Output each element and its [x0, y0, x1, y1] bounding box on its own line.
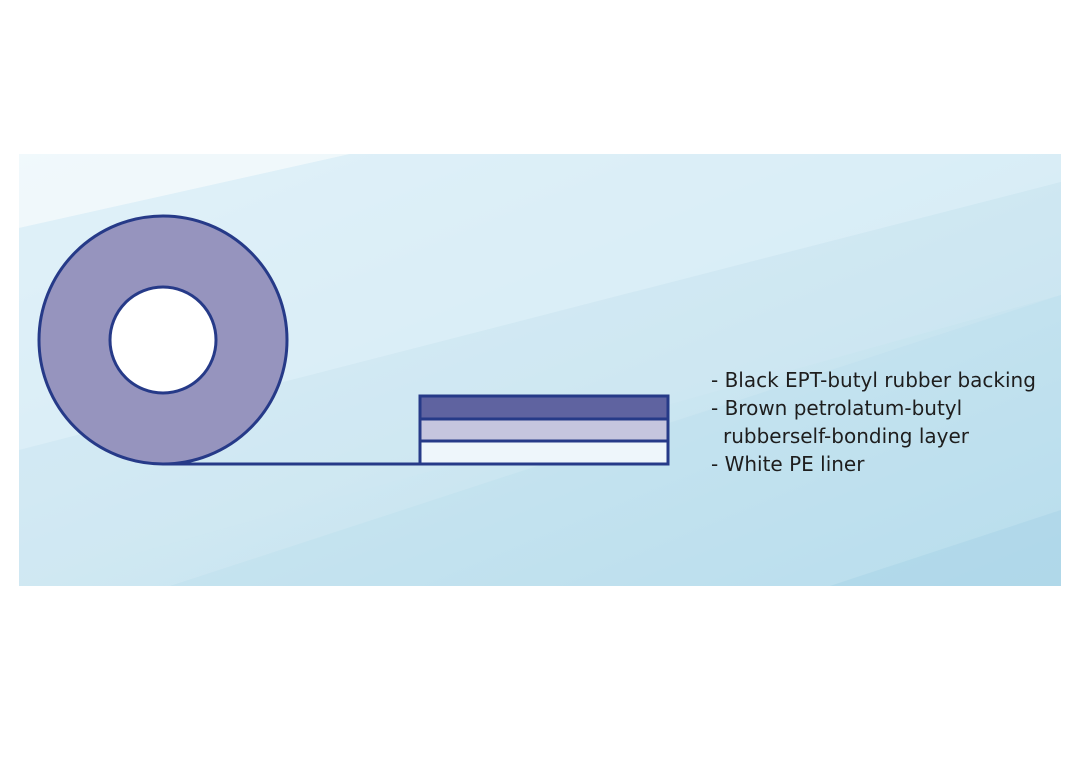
- legend-bonding: - Brown petrolatum-butyl: [711, 396, 963, 420]
- legend-backing: - Black EPT-butyl rubber backing: [711, 368, 1036, 392]
- liner-layer: [418, 439, 670, 466]
- tape-roll: [37, 214, 289, 466]
- legend-bonding-continued: rubberself-bonding layer: [723, 424, 970, 448]
- bonding-layer: [418, 417, 670, 443]
- legend-liner: - White PE liner: [711, 452, 865, 476]
- backing-layer: [418, 394, 670, 421]
- roll-core: [108, 285, 218, 395]
- layer-legend: - Black EPT-butyl rubber backing - Brown…: [711, 366, 1071, 478]
- tape-cross-section: [418, 394, 670, 466]
